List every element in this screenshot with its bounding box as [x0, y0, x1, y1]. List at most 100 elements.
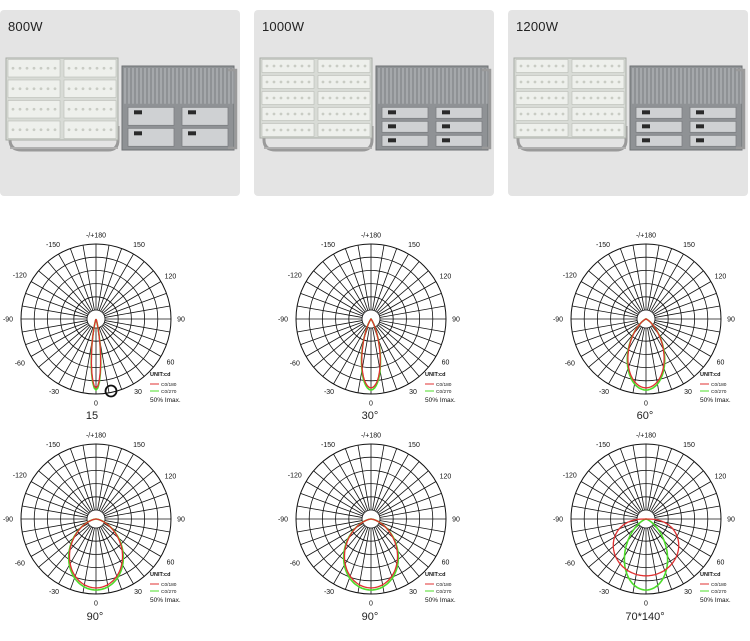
imax-label: 50% Imax.: [150, 597, 181, 604]
bracket-shape: [262, 126, 374, 152]
grid-spoke: [375, 526, 409, 585]
grid-spoke: [82, 245, 95, 311]
led-chip: [293, 64, 297, 68]
grid-spoke: [104, 505, 170, 518]
angle-label: -30: [324, 589, 334, 596]
led-chip: [321, 112, 325, 116]
led-chip: [342, 112, 346, 116]
led-chip: [81, 66, 85, 70]
product-card-1200w[interactable]: 1200W: [508, 10, 748, 196]
grid-spoke: [654, 505, 720, 518]
angle-label: 150: [133, 242, 145, 249]
imax-label: 50% Imax.: [150, 397, 181, 404]
grid-spoke: [378, 281, 437, 315]
grid-spoke: [575, 521, 638, 546]
led-chip: [272, 96, 276, 100]
led-chip: [540, 80, 544, 84]
angle-label: -90: [553, 517, 563, 524]
led-chip: [286, 128, 290, 132]
grid-spoke: [100, 453, 134, 512]
angle-label: 60: [717, 360, 725, 367]
led-chip: [589, 128, 593, 132]
grid-spoke: [69, 248, 94, 311]
grid-spoke: [373, 448, 398, 511]
grid-spoke: [103, 481, 162, 515]
product-card-1000w[interactable]: 1000W: [254, 10, 494, 196]
unit-label: UNIT:cd: [425, 372, 445, 378]
angle-label: 0: [94, 601, 98, 608]
led-chip: [526, 112, 530, 116]
led-chip: [53, 128, 57, 132]
product-card-800w[interactable]: 800W: [0, 10, 240, 196]
angle-label: 60: [167, 360, 175, 367]
angle-label: -30: [49, 589, 59, 596]
grid-spoke: [344, 448, 369, 511]
led-chip: [39, 128, 43, 132]
led-chip: [617, 128, 621, 132]
grid-spoke: [588, 324, 640, 368]
angle-label: 60: [442, 360, 450, 367]
grid-spoke: [632, 245, 645, 311]
led-chip: [279, 128, 283, 132]
led-chip: [349, 112, 353, 116]
grid-spoke: [597, 261, 641, 313]
grid-spoke: [38, 524, 90, 568]
imax-label: 50% Imax.: [425, 397, 456, 404]
angle-label: -90: [3, 317, 13, 324]
unit-label: UNIT:cd: [700, 372, 720, 378]
led-chip: [561, 112, 565, 116]
led-chip: [102, 87, 106, 91]
driver-box: [635, 120, 683, 133]
driver-port: [642, 138, 650, 143]
led-chip: [18, 87, 22, 91]
led-chip: [88, 128, 92, 132]
grid-spoke: [333, 453, 367, 512]
led-chip: [328, 128, 332, 132]
led-chip: [321, 128, 325, 132]
led-chip: [25, 107, 29, 111]
angle-label: 30: [134, 389, 142, 396]
grid-spoke: [375, 253, 409, 312]
led-chip: [561, 96, 565, 100]
grid-spoke: [575, 292, 638, 317]
grid-spoke: [313, 470, 365, 514]
grid-spoke: [58, 526, 92, 585]
grid-spoke: [597, 525, 641, 577]
grid-spoke: [333, 253, 367, 312]
grid-spoke: [588, 270, 640, 314]
led-chip: [554, 64, 558, 68]
led-chip: [272, 64, 276, 68]
grid-spoke: [379, 320, 445, 333]
driver-box: [435, 120, 483, 133]
led-chip: [74, 107, 78, 111]
angle-label: -90: [3, 517, 13, 524]
led-chip: [272, 80, 276, 84]
led-chip: [540, 96, 544, 100]
grid-spoke: [104, 492, 167, 517]
grid-spoke: [648, 527, 673, 590]
grid-spoke: [104, 321, 167, 346]
led-chip: [95, 87, 99, 91]
led-chip: [349, 128, 353, 132]
led-chip: [286, 80, 290, 84]
led-chip: [95, 107, 99, 111]
led-chip: [526, 64, 530, 68]
led-chip: [589, 64, 593, 68]
grid-spoke: [300, 492, 363, 517]
led-chip: [589, 96, 593, 100]
led-chip: [109, 128, 113, 132]
led-chip: [540, 128, 544, 132]
led-chip: [109, 107, 113, 111]
led-chip: [582, 64, 586, 68]
led-chip: [547, 112, 551, 116]
led-chip: [279, 64, 283, 68]
led-chip: [307, 128, 311, 132]
led-chip: [582, 80, 586, 84]
led-chip: [300, 96, 304, 100]
grid-spoke: [102, 470, 154, 514]
driver-box: [689, 106, 737, 119]
grid-spoke: [97, 245, 110, 311]
led-chip: [363, 128, 367, 132]
driver-box: [181, 106, 229, 126]
